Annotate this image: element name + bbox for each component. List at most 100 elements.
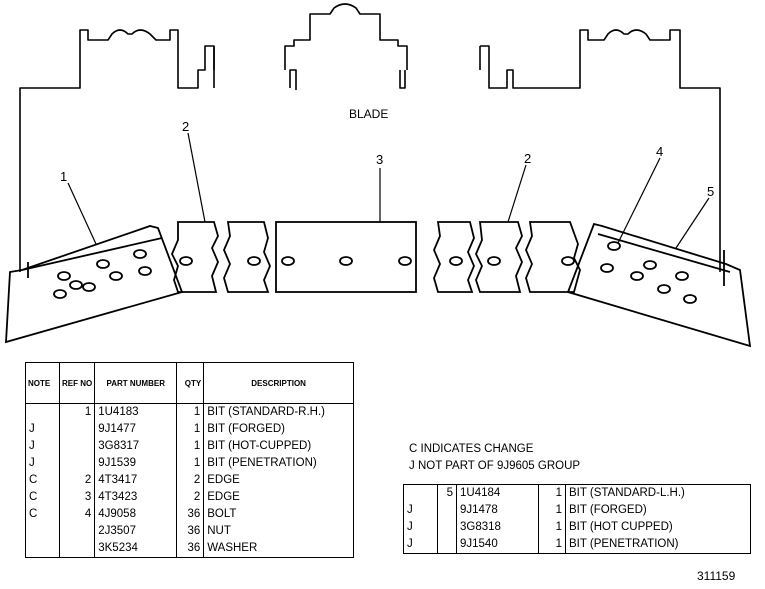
cell-note: J	[407, 504, 413, 516]
header-qty: QTY	[176, 362, 204, 404]
cell-qty: 1	[176, 421, 204, 438]
cell-part: 3K5234	[94, 540, 177, 558]
cell-qty: 2	[176, 472, 204, 489]
cell-note: C	[29, 491, 38, 503]
cell-desc: BIT (STANDARD-L.H.)	[565, 484, 751, 502]
cell-note: J	[407, 521, 413, 533]
cell-qty: 1	[176, 403, 204, 421]
callout-4: 4	[656, 144, 663, 159]
cell-qty: 1	[538, 484, 566, 502]
cell-qty: 36	[176, 523, 204, 540]
edge-left-2	[171, 221, 219, 293]
cell-part: 3G8318	[456, 519, 539, 536]
cell-part: 1U4183	[94, 403, 177, 421]
blade-outline	[19, 29, 215, 272]
cell-part: 4T3417	[94, 472, 177, 489]
blade-label: BLADE	[349, 107, 389, 121]
cell-part: 9J1539	[94, 455, 177, 472]
cell-part: 9J1478	[456, 502, 539, 519]
cell-desc: EDGE	[203, 472, 354, 489]
cell-ref	[437, 536, 457, 554]
callout-2-left: 2	[182, 119, 189, 134]
cell-ref	[437, 502, 457, 519]
callout-2-right: 2	[524, 151, 531, 166]
cell-part: 9J1477	[94, 421, 177, 438]
cell-qty: 1	[538, 502, 566, 519]
cell-ref: 4	[58, 506, 95, 523]
cell-qty: 36	[176, 506, 204, 523]
cell-note: J	[407, 538, 413, 550]
cell-part: 4J9058	[94, 506, 177, 523]
cell-note: C	[29, 508, 38, 520]
parts-table: NOTE REF NO PART NUMBER QTY DESCRIPTION …	[25, 362, 354, 558]
bit-right-lh	[566, 222, 752, 348]
cell-part: 1U4184	[456, 484, 539, 502]
cell-qty: 1	[176, 455, 204, 472]
edge-right-2	[475, 221, 523, 293]
cell-note: J	[29, 440, 35, 452]
cell-note	[404, 485, 438, 503]
blade-exploded-diagram: 1 2 3 2 4 5	[5, 3, 752, 348]
edge-right-2b	[433, 221, 475, 293]
cell-part: 4T3423	[94, 489, 177, 506]
edge-right-2c	[525, 221, 581, 293]
cell-ref: 1	[58, 403, 95, 421]
cell-note	[26, 540, 60, 558]
cell-desc: BIT (HOT CUPPED)	[565, 519, 751, 536]
callout-5: 5	[707, 184, 714, 199]
cell-part: 2J3507	[94, 523, 177, 540]
cell-ref	[58, 421, 95, 438]
cell-note: J	[29, 423, 35, 435]
cell-qty: 2	[176, 489, 204, 506]
note-change: C INDICATES CHANGE	[409, 443, 534, 455]
cell-desc: BIT (FORGED)	[565, 502, 751, 519]
callout-1: 1	[60, 169, 67, 184]
cell-ref	[58, 438, 95, 455]
callout-3: 3	[376, 152, 383, 167]
cell-note	[26, 523, 60, 540]
cell-desc: EDGE	[203, 489, 354, 506]
cell-note: C	[29, 474, 38, 486]
note-not-part: J NOT PART OF 9J9605 GROUP	[409, 460, 581, 472]
cell-desc: NUT	[203, 523, 354, 540]
cell-ref	[437, 519, 457, 536]
cell-desc: BIT (STANDARD-R.H.)	[203, 403, 354, 421]
cell-part: 3G8317	[94, 438, 177, 455]
cell-ref	[58, 455, 95, 472]
cell-desc: BIT (PENETRATION)	[565, 536, 751, 554]
cell-qty: 1	[538, 536, 566, 554]
header-desc: DESCRIPTION	[203, 362, 354, 404]
cell-qty: 1	[538, 519, 566, 536]
edge-left-2b	[223, 221, 271, 293]
cell-desc: WASHER	[203, 540, 354, 558]
cell-qty: 36	[176, 540, 204, 558]
cell-ref: 2	[58, 472, 95, 489]
cell-desc: BIT (FORGED)	[203, 421, 354, 438]
cell-note	[26, 404, 60, 422]
edge-center-3	[275, 221, 417, 293]
cell-ref	[58, 540, 95, 558]
cell-desc: BIT (HOT-CUPPED)	[203, 438, 354, 455]
cell-qty: 1	[176, 438, 204, 455]
cell-ref	[58, 523, 95, 540]
cell-note: J	[29, 457, 35, 469]
cell-ref: 3	[58, 489, 95, 506]
bit-left-rh	[5, 225, 184, 344]
cell-ref: 5	[437, 484, 457, 502]
header-ref: REF NO	[58, 362, 95, 404]
header-note: NOTE	[25, 362, 60, 404]
legend-notes: C INDICATES CHANGE J NOT PART OF 9J9605 …	[409, 441, 580, 475]
